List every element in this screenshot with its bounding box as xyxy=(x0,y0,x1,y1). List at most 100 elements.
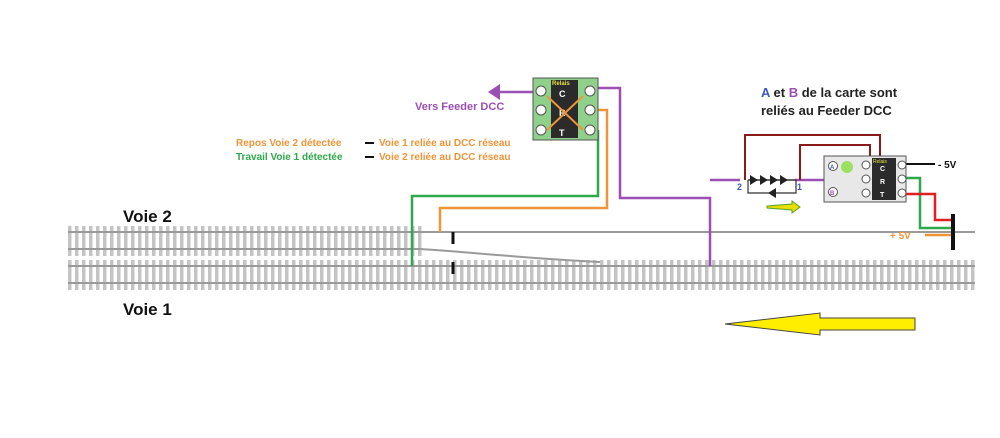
sleeper-voie1-27 xyxy=(257,260,261,290)
sleeper-voie1-34 xyxy=(306,260,310,290)
sleeper-voie1-0 xyxy=(68,260,72,290)
relay-contact-orange-2 xyxy=(546,95,584,131)
power-minus-label: - 5V xyxy=(938,160,957,171)
sleeper-voie2-31 xyxy=(285,226,289,256)
sleeper-voie1-75 xyxy=(593,260,597,290)
note-letter-a: A xyxy=(761,85,771,100)
sleeper-voie1-72 xyxy=(572,260,576,290)
sleeper-voie1-99 xyxy=(761,260,765,290)
sleeper-voie1-119 xyxy=(901,260,905,290)
note-line2: reliés au Feeder DCC xyxy=(761,103,892,118)
sleeper-voie1-78 xyxy=(614,260,618,290)
sleeper-voie1-129 xyxy=(971,260,975,290)
sleeper-voie2-18 xyxy=(194,226,198,256)
relay-screw-1 xyxy=(535,85,547,97)
sleeper-voie2-8 xyxy=(124,226,128,256)
relay-terminal-r: R xyxy=(559,108,566,118)
sleeper-voie1-76 xyxy=(600,260,604,290)
detector-terminal-c: C xyxy=(880,166,885,173)
sleeper-voie2-6 xyxy=(110,226,114,256)
sleeper-voie1-86 xyxy=(670,260,674,290)
sleeper-voie1-117 xyxy=(887,260,891,290)
detector-module: A B Relais C R T xyxy=(823,155,907,203)
sleeper-voie1-35 xyxy=(313,260,317,290)
sleeper-voie1-39 xyxy=(341,260,345,290)
sleeper-voie1-17 xyxy=(187,260,191,290)
sleeper-voie1-13 xyxy=(159,260,163,290)
relay-body xyxy=(551,80,578,138)
sleeper-voie2-21 xyxy=(215,226,219,256)
sleeper-voie2-3 xyxy=(89,226,93,256)
sleeper-voie1-10 xyxy=(138,260,142,290)
sleeper-voie2-44 xyxy=(376,226,380,256)
sleeper-voie1-60 xyxy=(488,260,492,290)
detector-terminal-t: T xyxy=(880,192,885,199)
sleeper-voie1-79 xyxy=(621,260,625,290)
relay-screw-6 xyxy=(584,124,596,136)
sleeper-voie1-29 xyxy=(271,260,275,290)
sleeper-voie1-123 xyxy=(929,260,933,290)
sleeper-voie1-109 xyxy=(831,260,835,290)
sleeper-voie1-67 xyxy=(537,260,541,290)
voie2-label: Voie 2 xyxy=(123,207,172,226)
sleeper-voie2-17 xyxy=(187,226,191,256)
small-arrow-icon xyxy=(766,200,801,214)
power-plus-label: + 5V xyxy=(890,231,911,242)
sleeper-voie2-19 xyxy=(201,226,205,256)
sleeper-voie1-127 xyxy=(957,260,961,290)
sleeper-voie1-38 xyxy=(334,260,338,290)
sleeper-voie1-36 xyxy=(320,260,324,290)
sleeper-voie1-26 xyxy=(250,260,254,290)
sleeper-voie1-45 xyxy=(383,260,387,290)
voie1-label: Voie 1 xyxy=(123,300,172,319)
sleeper-voie1-49 xyxy=(411,260,415,290)
detector-pin-a-screw xyxy=(828,161,838,171)
sleeper-voie1-69 xyxy=(551,260,555,290)
sleeper-voie2-12 xyxy=(152,226,156,256)
turnout xyxy=(419,231,601,274)
feeder-arrow-icon xyxy=(488,84,500,100)
sleeper-voie1-28 xyxy=(264,260,268,290)
note-line1-end: de la carte sont xyxy=(798,85,898,100)
sleeper-voie1-54 xyxy=(446,260,450,290)
sleeper-voie1-30 xyxy=(278,260,282,290)
detector-relay-body xyxy=(872,158,896,200)
sleeper-voie1-128 xyxy=(964,260,968,290)
sleeper-voie2-26 xyxy=(250,226,254,256)
diode-icon-2 xyxy=(760,175,768,185)
sleeper-voie1-31 xyxy=(285,260,289,290)
sleeper-voie1-74 xyxy=(586,260,590,290)
detector-pin-b: B xyxy=(830,191,835,197)
sleeper-voie1-33 xyxy=(299,260,303,290)
sleeper-voie1-126 xyxy=(950,260,954,290)
detector-module-label: Relais xyxy=(873,159,887,165)
sleeper-voie2-27 xyxy=(257,226,261,256)
sleeper-voie1-63 xyxy=(509,260,513,290)
sleeper-voie2-7 xyxy=(117,226,121,256)
sleeper-voie1-41 xyxy=(355,260,359,290)
sleeper-voie1-116 xyxy=(880,260,884,290)
sleeper-voie1-77 xyxy=(607,260,611,290)
sleeper-voie1-121 xyxy=(915,260,919,290)
sleeper-voie1-47 xyxy=(397,260,401,290)
sleeper-voie1-107 xyxy=(817,260,821,290)
sleeper-voie1-7 xyxy=(117,260,121,290)
sleeper-voie2-45 xyxy=(383,226,387,256)
track-voie1-sleepers xyxy=(68,260,975,290)
sleeper-voie1-125 xyxy=(943,260,947,290)
relay-screw-4 xyxy=(584,85,596,97)
sleeper-voie1-122 xyxy=(922,260,926,290)
sleeper-voie2-11 xyxy=(145,226,149,256)
legend-travail-state: Travail Voie 1 détectée xyxy=(236,152,343,163)
sleeper-voie1-57 xyxy=(467,260,471,290)
wire-maroon-detector-inner xyxy=(799,144,871,180)
direction-arrow-icon xyxy=(724,312,916,336)
sleeper-voie2-30 xyxy=(278,226,282,256)
sleeper-voie2-24 xyxy=(236,226,240,256)
sleeper-voie1-6 xyxy=(110,260,114,290)
sleeper-voie2-22 xyxy=(222,226,226,256)
sleeper-voie1-85 xyxy=(663,260,667,290)
sleeper-voie1-89 xyxy=(691,260,695,290)
